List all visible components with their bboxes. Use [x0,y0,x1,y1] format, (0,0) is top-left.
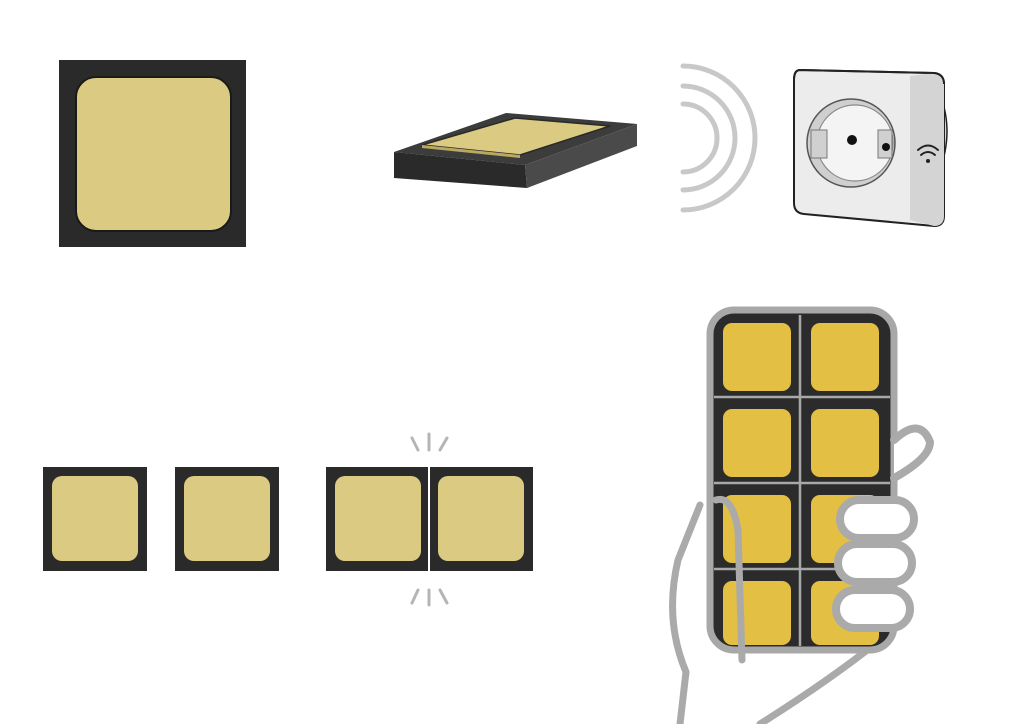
hand-held-pad [669,306,934,724]
snap-click-marks [410,432,449,607]
tiles-separate [43,467,279,571]
tiles-snapped [326,432,533,607]
fingers [832,496,918,632]
wifi-icon [917,144,939,163]
tile-3d-angled [394,113,637,188]
radio-waves-icon [680,63,758,213]
smart-plug [793,68,948,228]
single-tile-front [59,60,246,247]
